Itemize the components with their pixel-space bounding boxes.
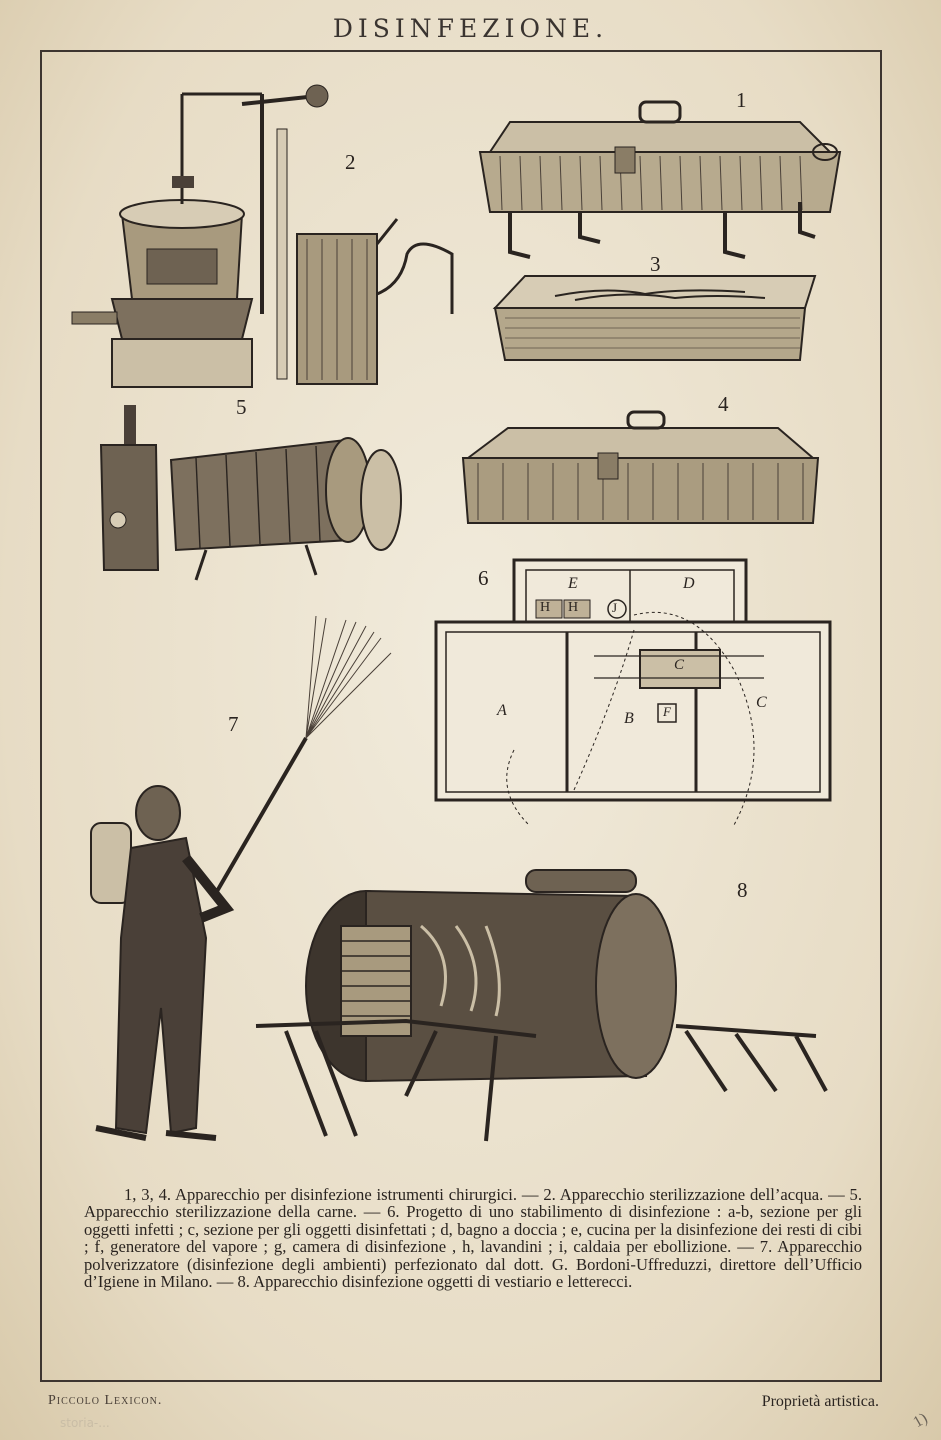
plan-letter-f: F	[663, 704, 671, 719]
figure-label-4: 4	[718, 392, 729, 416]
plan-letter-h2: H	[568, 600, 579, 615]
plan-letter-c-chamber: C	[674, 657, 685, 673]
figure-1-covered-tray	[478, 100, 842, 259]
figure-label-6: 6	[478, 566, 489, 590]
plan-letter-h1: H	[540, 600, 551, 615]
figure-label-8: 8	[737, 878, 748, 902]
corner-pencil-mark: 1)	[910, 1409, 931, 1432]
figure-label-7: 7	[228, 712, 239, 736]
figure-label-3: 3	[650, 252, 661, 276]
illustration-frame	[40, 50, 882, 1382]
figure-8-garment-disinfector	[255, 869, 828, 1142]
caption-text: 1, 3, 4. Apparecchio per disinfezione is…	[84, 1185, 862, 1292]
caption: 1, 3, 4. Apparecchio per disinfezione is…	[84, 1185, 862, 1292]
page-title: DISINFEZIONE.	[332, 14, 609, 43]
figure-label-2: 2	[345, 150, 356, 174]
plan-letter-c-room: C	[756, 694, 767, 711]
figure-label-1: 1	[736, 88, 747, 112]
footer-copyright: Proprietà artistica.	[761, 1393, 879, 1410]
figure-2-water-sterilizer	[71, 84, 454, 388]
watermark: storia-...	[60, 1416, 110, 1430]
plan-letter-d: D	[683, 575, 695, 592]
plan-letter-j: J	[612, 600, 618, 615]
figure-4-closed-box	[461, 410, 820, 524]
plan-letter-a: A	[497, 702, 507, 719]
plan-letter-e: E	[568, 575, 578, 592]
footer-publication: Piccolo Lexicon.	[48, 1393, 163, 1408]
plan-letter-b: B	[624, 710, 634, 727]
figure-6-floor-plan	[434, 558, 832, 826]
figure-7-sprayer-operator	[90, 615, 392, 1141]
figure-label-5: 5	[236, 395, 247, 419]
figure-3-mesh-tray	[492, 275, 817, 361]
figure-5-meat-sterilizer	[99, 405, 402, 581]
